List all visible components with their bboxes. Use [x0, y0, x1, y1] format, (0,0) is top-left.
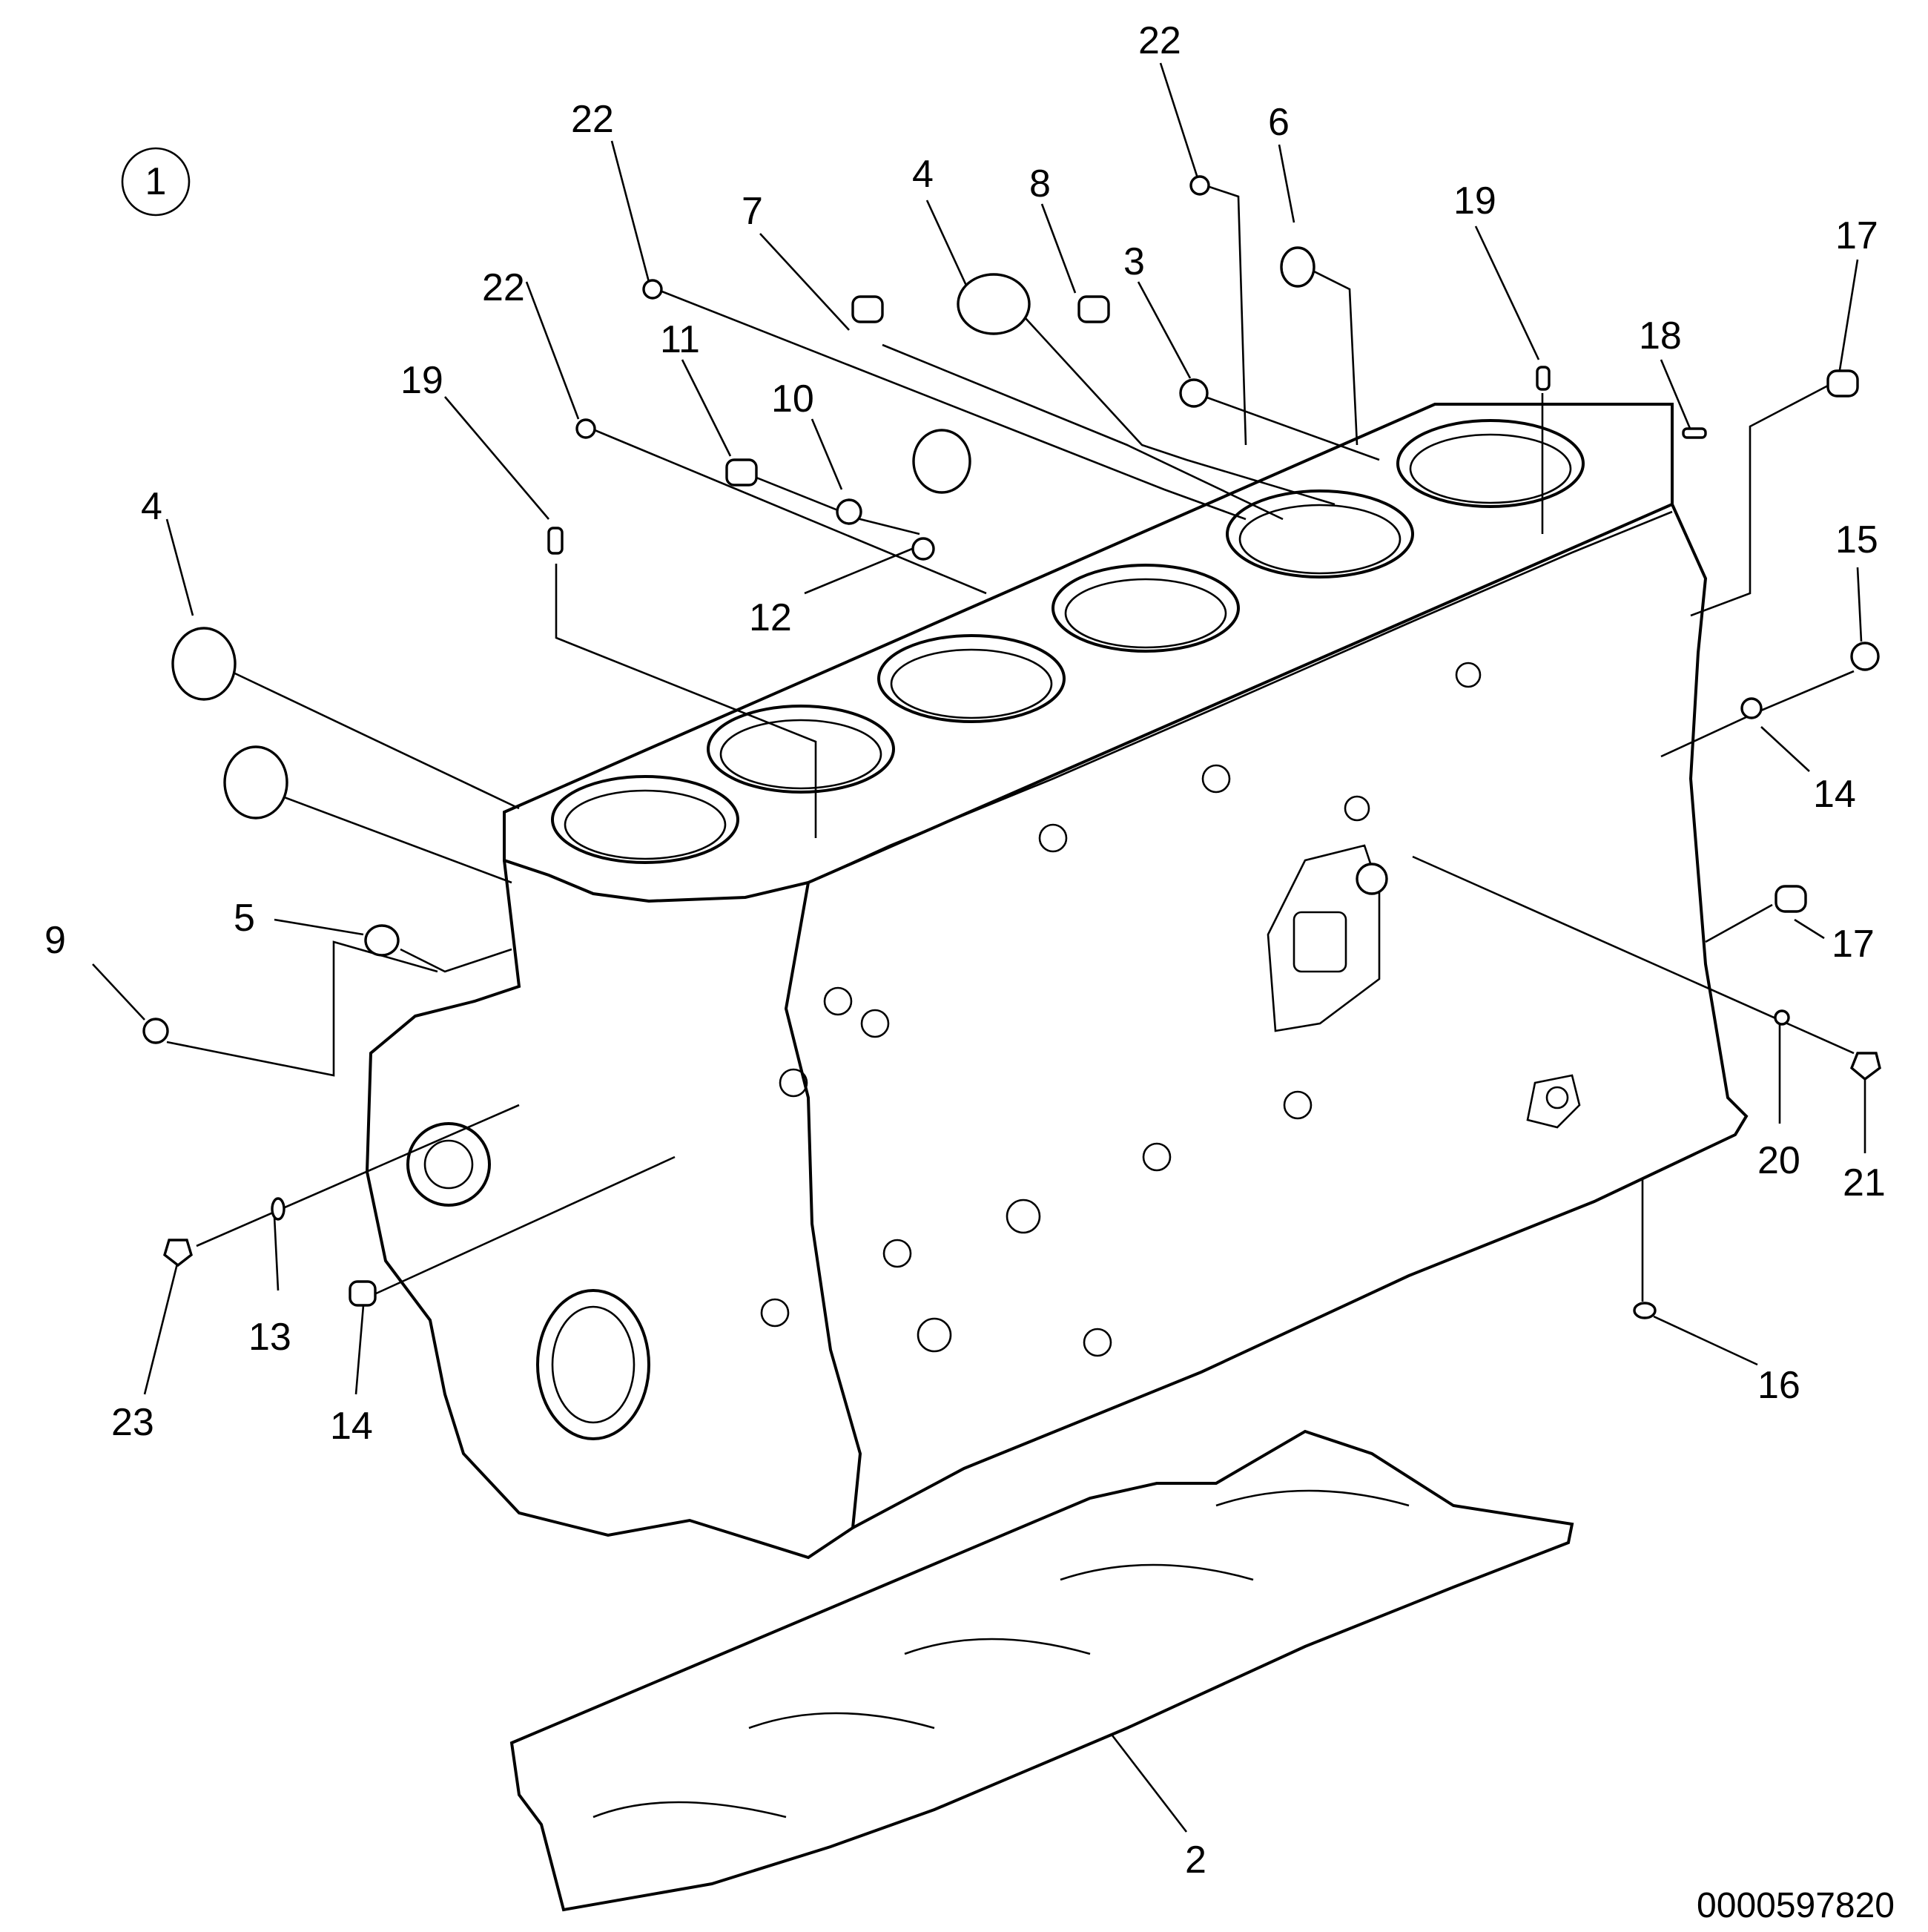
- callout-21: 21: [1843, 1161, 1886, 1204]
- callout-20: 20: [1757, 1139, 1800, 1182]
- seal-bolt-9: [142, 1018, 169, 1044]
- seal-14-right: [1740, 697, 1763, 719]
- fitting-right: [1356, 863, 1388, 895]
- plug-4-left-2: [223, 745, 288, 820]
- callout-22: 22: [1138, 19, 1181, 62]
- cup-8: [1077, 295, 1110, 323]
- bolt-22-mid: [642, 279, 663, 300]
- leader-lines: [92, 62, 1866, 1833]
- callout-18: 18: [1639, 314, 1682, 357]
- engine-block: [365, 403, 1749, 1560]
- cup-7: [851, 295, 884, 323]
- cup-16: [1633, 1302, 1657, 1319]
- callout-14: 14: [1813, 773, 1856, 816]
- callout-13: 13: [248, 1316, 291, 1359]
- dowel-19-left: [547, 527, 564, 555]
- callout-23: 23: [111, 1401, 154, 1444]
- callout-22: 22: [482, 266, 525, 309]
- callout-4: 4: [141, 485, 162, 528]
- callout-5: 5: [234, 897, 255, 940]
- callout-2: 2: [1185, 1839, 1206, 1882]
- bolt-22-top: [1189, 175, 1210, 196]
- bolt-21: [1849, 1052, 1881, 1081]
- cup-17-right: [1775, 885, 1807, 913]
- callout-14: 14: [330, 1405, 373, 1448]
- cup-11: [725, 458, 758, 487]
- cup-17-top: [1826, 369, 1859, 398]
- dowel-18: [1682, 427, 1707, 439]
- plug-4-mid: [912, 429, 971, 494]
- callout-8: 8: [1029, 162, 1051, 205]
- seal-10: [836, 498, 862, 525]
- dowel-19-right: [1536, 366, 1551, 391]
- callout-19: 19: [1453, 179, 1496, 222]
- washer-13: [271, 1197, 285, 1221]
- callout-3: 3: [1123, 240, 1145, 283]
- callout-16: 16: [1757, 1364, 1800, 1407]
- callout-labels: 22 22 22 6 19 17 4 8 7 3 18 11 10 19 4 1…: [44, 19, 1886, 1882]
- oil-pan-gasket: [509, 1429, 1574, 1912]
- seal-6: [1280, 246, 1315, 288]
- plug-14-lower: [349, 1280, 377, 1307]
- view-number-circle: [121, 147, 191, 217]
- callout-17: 17: [1832, 923, 1875, 966]
- bolt-22-left: [575, 418, 596, 439]
- seal-3: [1179, 378, 1209, 408]
- bolt-23: [163, 1239, 193, 1267]
- washer-20: [1774, 1009, 1790, 1026]
- view-number: 1: [145, 160, 167, 203]
- callout-15: 15: [1835, 518, 1878, 561]
- small-components: [142, 175, 1881, 1319]
- callout-4: 4: [912, 153, 934, 196]
- callout-19: 19: [400, 359, 443, 402]
- callout-17: 17: [1835, 214, 1878, 257]
- callout-9: 9: [44, 919, 66, 962]
- drawing-code: 0000597820: [1697, 1886, 1895, 1925]
- plug-5: [364, 924, 400, 957]
- callout-6: 6: [1268, 101, 1290, 144]
- callout-12: 12: [749, 596, 792, 639]
- callout-10: 10: [771, 378, 814, 421]
- seal-12: [911, 537, 935, 561]
- plug-15: [1850, 642, 1880, 671]
- callout-7: 7: [742, 190, 763, 233]
- callout-11: 11: [660, 318, 700, 361]
- plug-4-left: [171, 627, 237, 701]
- callout-22: 22: [571, 98, 614, 141]
- plug-4-top: [957, 273, 1031, 335]
